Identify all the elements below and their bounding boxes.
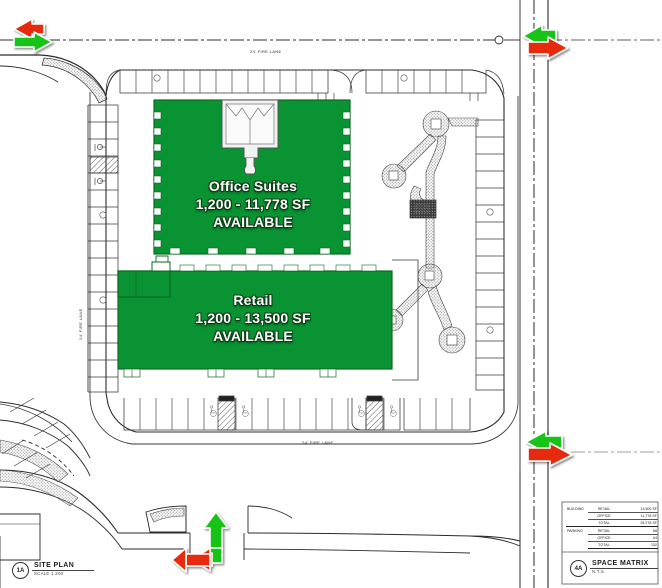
matrix-group-parking: PARKING — [567, 529, 583, 534]
space-matrix-body: BUILDING RETAIL 13,500 SF OFFICE 11,778 … — [566, 506, 658, 549]
sidewalk-hatch-southwest — [0, 439, 79, 507]
parking-row-left — [87, 104, 119, 393]
matrix-key: TOTAL — [588, 519, 620, 527]
title-block-scale-space-matrix: N.T.S. — [592, 569, 606, 574]
parking-lot-outline — [105, 69, 505, 433]
table-row: PARKING RETAIL 68 — [566, 528, 658, 535]
matrix-group-building: BUILDING — [567, 507, 584, 512]
retail-callout-line2: 1,200 - 13,500 SF — [195, 309, 311, 326]
drive-southeast — [469, 470, 521, 588]
sidewalk-hatch-topleft — [41, 57, 108, 104]
matrix-value: 11,778 SF — [620, 512, 658, 520]
matrix-value: 132 — [620, 541, 658, 549]
space-matrix-table: BUILDING RETAIL 13,500 SF OFFICE 11,778 … — [566, 506, 658, 552]
matrix-group — [566, 520, 588, 527]
office-callout-line1: Office Suites — [208, 178, 298, 194]
office-callout-line3: AVAILABLE — [213, 213, 293, 230]
parking-row-southwest — [0, 397, 73, 479]
title-block-title-site-plan: SITE PLAN — [34, 562, 75, 569]
title-block-scale-site-plan: SCALE 1:200 — [34, 571, 64, 576]
circulation-arrow-top-left — [13, 18, 53, 53]
matrix-value: 13,500 SF — [620, 506, 658, 513]
offsite-structure-southwest — [0, 513, 41, 561]
matrix-key: TOTAL — [588, 541, 620, 549]
landscape-walkways — [379, 110, 479, 381]
circulation-arrow-right-middle — [525, 430, 573, 467]
parking-row-top — [105, 69, 505, 101]
matrix-key: RETAIL — [588, 528, 620, 535]
office-callout-line2: 1,200 - 11,778 SF — [195, 195, 311, 212]
entry-drive-southwest — [0, 401, 91, 477]
retail-callout-line3: AVAILABLE — [213, 327, 293, 344]
retail-callout-line1: Retail — [233, 292, 273, 308]
title-block-title-space-matrix: SPACE MATRIX — [592, 560, 649, 567]
table-separator — [566, 526, 658, 528]
matrix-key: RETAIL — [588, 506, 620, 513]
accessible-parking-symbols — [210, 405, 397, 417]
circulation-arrow-bottom-center — [171, 511, 229, 573]
matrix-group — [566, 535, 588, 542]
matrix-value: 25,278 SF — [620, 519, 658, 527]
matrix-value: 64 — [620, 534, 658, 542]
title-block-frame — [561, 501, 659, 585]
fire-lane-label-bottom: 24' FIRE LANE — [302, 440, 334, 445]
fire-lane-label-top: 24' FIRE LANE — [250, 49, 282, 54]
fire-lane-ring — [89, 92, 519, 445]
table-row: TOTAL 25,278 SF — [566, 519, 658, 527]
retail-building — [117, 255, 393, 378]
circulation-arrow-top-right — [522, 24, 569, 60]
fire-lane-label-left: 24' FIRE LANE — [78, 308, 83, 340]
matrix-group — [566, 542, 588, 549]
table-row: TOTAL 132 — [566, 541, 658, 549]
title-block-marker-1a: 1A — [12, 562, 29, 579]
table-row: BUILDING RETAIL 13,500 SF — [566, 506, 658, 513]
office-building-callout: Office Suites 1,200 - 11,778 SF AVAILABL… — [168, 178, 338, 232]
parking-row-bottom — [123, 395, 471, 431]
matrix-key: OFFICE — [588, 534, 620, 542]
matrix-key: OFFICE — [588, 512, 620, 520]
table-row: OFFICE 64 — [566, 534, 658, 542]
table-row: OFFICE 11,778 SF — [566, 512, 658, 520]
retail-building-callout: Retail 1,200 - 13,500 SF AVAILABLE — [168, 292, 338, 346]
stall-count-bubble — [153, 74, 161, 82]
entry-island-south — [145, 505, 293, 560]
parking-row-right — [475, 119, 505, 391]
title-block-marker-4a: 4A — [570, 560, 587, 577]
office-building — [153, 99, 351, 255]
matrix-group — [566, 513, 588, 520]
matrix-value: 68 — [620, 528, 658, 535]
